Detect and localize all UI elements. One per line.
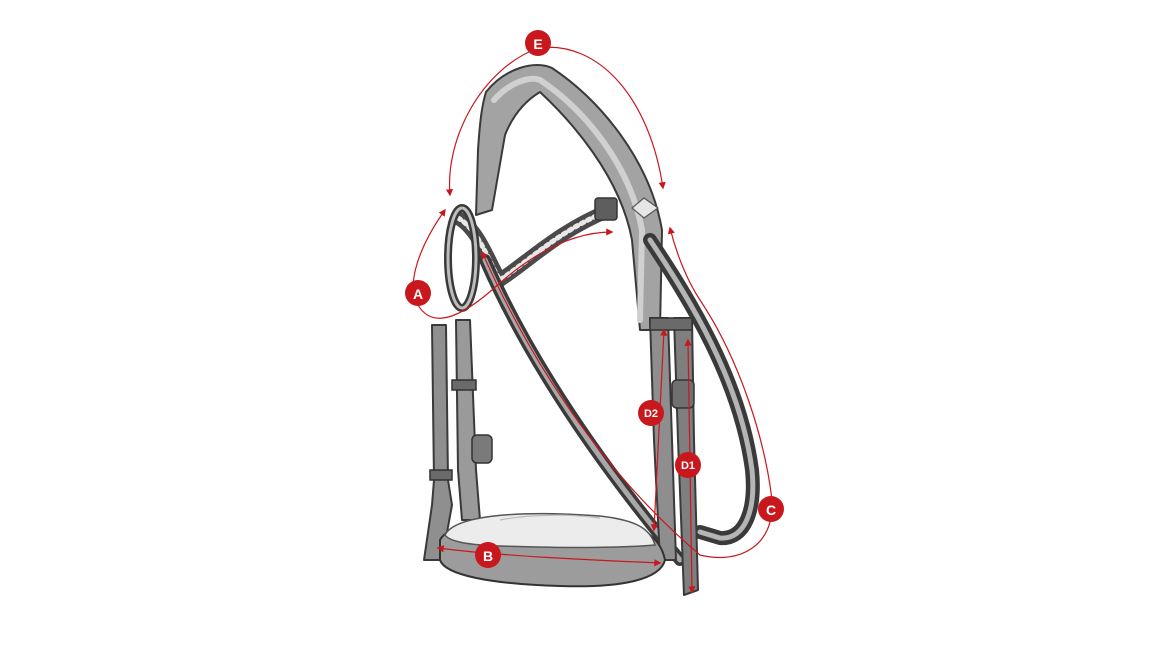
left-buckle-lower [429,469,453,481]
logo-plate [631,197,660,219]
left-cheekpiece [455,319,481,521]
marker-d1: D1 [675,452,701,478]
left-cheekpiece-outer [423,324,453,561]
left-buckle-upper [451,379,477,391]
marker-c: C [758,496,784,522]
measure-c-line [481,226,773,559]
marker-d2-label: D2 [644,408,658,420]
measure-b-line [436,545,662,567]
right-buckle-upper [649,317,693,331]
marker-a: A [405,280,431,306]
marker-d2: D2 [638,400,664,426]
marker-b: B [475,542,501,568]
measure-d2-line [650,328,668,532]
noseband-padding [444,512,656,549]
marker-e: E [525,30,551,56]
right-keeper [671,379,695,409]
browband-right-keeper [594,197,618,221]
marker-a-label: A [413,286,423,302]
marker-b-label: B [483,548,493,564]
bridle-illustration [423,64,760,596]
browband-crystals [455,207,613,284]
marker-e-label: E [533,36,542,52]
left-keeper [471,434,493,464]
marker-c-label: C [766,502,776,518]
marker-d1-label: D1 [681,460,695,472]
